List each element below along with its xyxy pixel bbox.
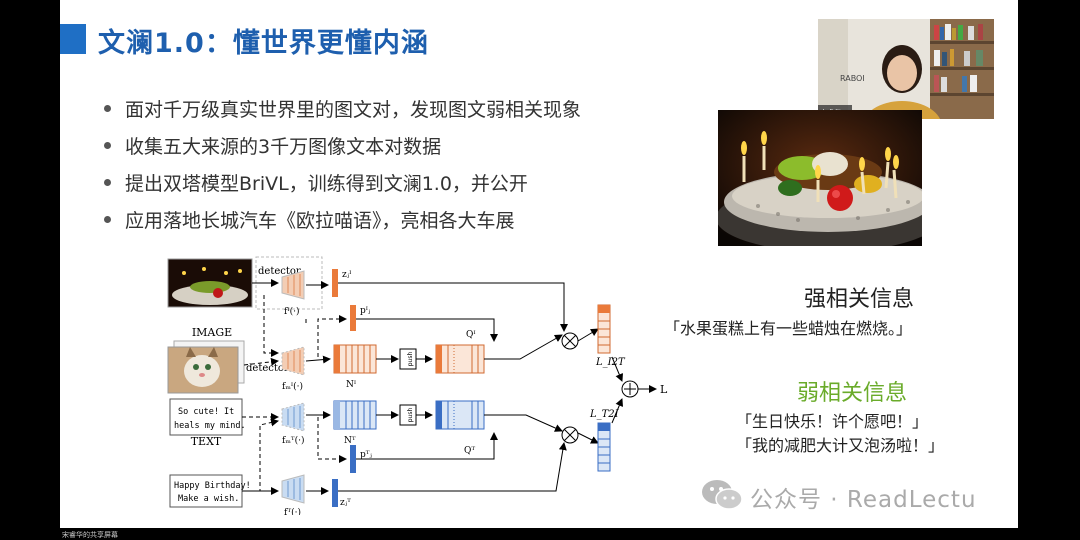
bullet-text: 应用落地长城汽车《欧拉喵语》，亮相各大车展 — [125, 210, 515, 232]
webcam-sign-text: RABOI — [840, 74, 865, 83]
q-text-label: Qᵀ — [464, 446, 475, 456]
wechat-watermark: 公众号 · ReadLectu — [700, 478, 1018, 518]
bullet-text: 提出双塔模型BriVL，训练得到文澜1.0，并公开 — [125, 173, 528, 195]
wechat-icon — [702, 480, 743, 510]
text-box-birthday — [169, 474, 243, 508]
strong-correlation-heading: 强相关信息 — [804, 287, 915, 312]
p-image-label: pᴵⱼ — [360, 306, 370, 316]
weak-caption-line: 「生日快乐！许个愿吧！」 — [736, 412, 929, 431]
detector-label-mid: detector — [246, 363, 289, 374]
sum-operator-icon — [621, 380, 639, 398]
q-image-label: Qᴵ — [466, 330, 476, 340]
p-text-vector — [350, 445, 356, 473]
product-operator-icon — [561, 426, 579, 444]
text-label: TEXT — [191, 435, 222, 448]
score-vector-i2t — [597, 304, 611, 354]
bullet-text: 收集五大来源的3千万图像文本对数据 — [125, 136, 442, 158]
bullet-dot-icon — [104, 179, 111, 186]
n-text-label: Nᵀ — [344, 436, 356, 446]
strong-correlation-caption: 「水果蛋糕上有一些蜡烛在燃烧。」 — [664, 319, 913, 338]
image-label: IMAGE — [192, 326, 232, 339]
encoder-image-top — [281, 270, 305, 300]
z-text-label: zⱼᵀ — [340, 498, 351, 508]
detector-label-top: detector — [258, 266, 301, 277]
n-image-label: Nᴵ — [346, 380, 356, 390]
p-image-vector — [350, 305, 356, 331]
birthday-cake-photo — [718, 110, 922, 246]
encoder-text-momentum — [281, 402, 305, 432]
input-image-cake — [167, 258, 253, 308]
bullet-item: 收集五大来源的3千万图像文本对数据 — [104, 129, 581, 166]
text-box-birthday-line: Happy Birthday! — [174, 481, 251, 491]
queue-q-text — [435, 400, 485, 430]
bullet-item: 应用落地长城汽车《欧拉喵语》，亮相各大车展 — [104, 203, 581, 240]
input-image-cat — [167, 340, 245, 394]
encoder-text — [281, 474, 305, 504]
brivl-architecture-diagram: detector IMAGE detector So cute! It heal… — [164, 253, 684, 518]
f-image-label: fᴵ(·) — [284, 306, 299, 317]
p-text-label: pᵀⱼ — [360, 450, 372, 460]
loss-t2i-label: L_T2I — [589, 409, 620, 420]
speaker-webcam: RABOI 宋睿华 — [818, 19, 994, 119]
watermark-text: 公众号 · ReadLectu — [750, 487, 977, 513]
loss-i2t-label: L_I2T — [595, 357, 626, 368]
bullet-dot-icon — [104, 216, 111, 223]
queue-n-text — [333, 400, 377, 430]
bullet-text: 面对千万级真实世界里的图文对，发现图文弱相关现象 — [125, 99, 582, 121]
push-label: push — [407, 408, 414, 423]
z-text-vector — [332, 479, 338, 507]
encoder-image-momentum — [281, 346, 305, 376]
bullet-item: 面对千万级真实世界里的图文对，发现图文弱相关现象 — [104, 92, 581, 129]
slide-title: 文澜1.0：懂世界更懂内涵 — [98, 28, 429, 59]
text-box-cat-line: heals my mind. — [174, 421, 246, 431]
weak-correlation-captions: 「生日快乐！许个愿吧！」 「我的减肥大计又泡汤啦！」 — [736, 410, 944, 458]
text-box-cat-line: So cute! It — [178, 407, 234, 417]
screen-share-label: 宋睿华的共享屏幕 — [62, 531, 118, 539]
title-accent-bar — [60, 24, 86, 54]
bullet-dot-icon — [104, 105, 111, 112]
bullet-list: 面对千万级真实世界里的图文对，发现图文弱相关现象 收集五大来源的3千万图像文本对… — [104, 92, 581, 240]
slide: 文澜1.0：懂世界更懂内涵 面对千万级真实世界里的图文对，发现图文弱相关现象 收… — [60, 0, 1018, 528]
bullet-dot-icon — [104, 142, 111, 149]
weak-caption-line: 「我的减肥大计又泡汤啦！」 — [736, 436, 945, 455]
text-box-birthday-line: Make a wish. — [178, 494, 239, 504]
queue-n-image — [333, 344, 377, 374]
product-operator-icon — [561, 332, 579, 350]
f-text-label: fᵀ(·) — [284, 507, 301, 515]
weak-correlation-heading: 弱相关信息 — [797, 381, 908, 406]
loss-total-label: L — [660, 383, 668, 396]
push-label: push — [407, 352, 414, 367]
z-image-label: zⱼᴵ — [342, 270, 351, 280]
f-momentum-image-label: fₘᴵ(·) — [282, 381, 303, 392]
f-momentum-text-label: fₘᵀ(·) — [282, 435, 305, 446]
bullet-item: 提出双塔模型BriVL，训练得到文澜1.0，并公开 — [104, 166, 581, 203]
score-vector-t2i — [597, 422, 611, 472]
queue-q-image — [435, 344, 485, 374]
z-image-vector — [332, 269, 338, 297]
